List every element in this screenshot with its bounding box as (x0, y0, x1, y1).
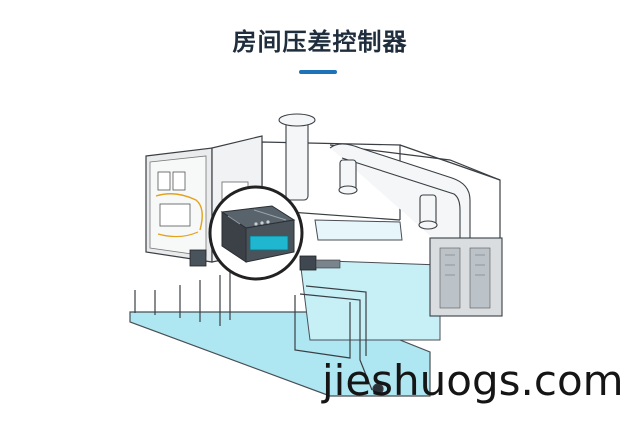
duct-system (278, 113, 471, 275)
watermark-text: jieshuogs.com (322, 356, 624, 405)
air-handling-units (429, 237, 503, 317)
controller-magnifier (208, 185, 304, 281)
floor-water-area (129, 219, 441, 397)
pressure-sensors (299, 255, 341, 271)
control-cabinet (145, 135, 263, 267)
foreground-pipes (299, 285, 384, 395)
system-illustration (129, 113, 503, 397)
page-title: 房间压差控制器 (232, 28, 408, 56)
title-underline (299, 70, 337, 74)
